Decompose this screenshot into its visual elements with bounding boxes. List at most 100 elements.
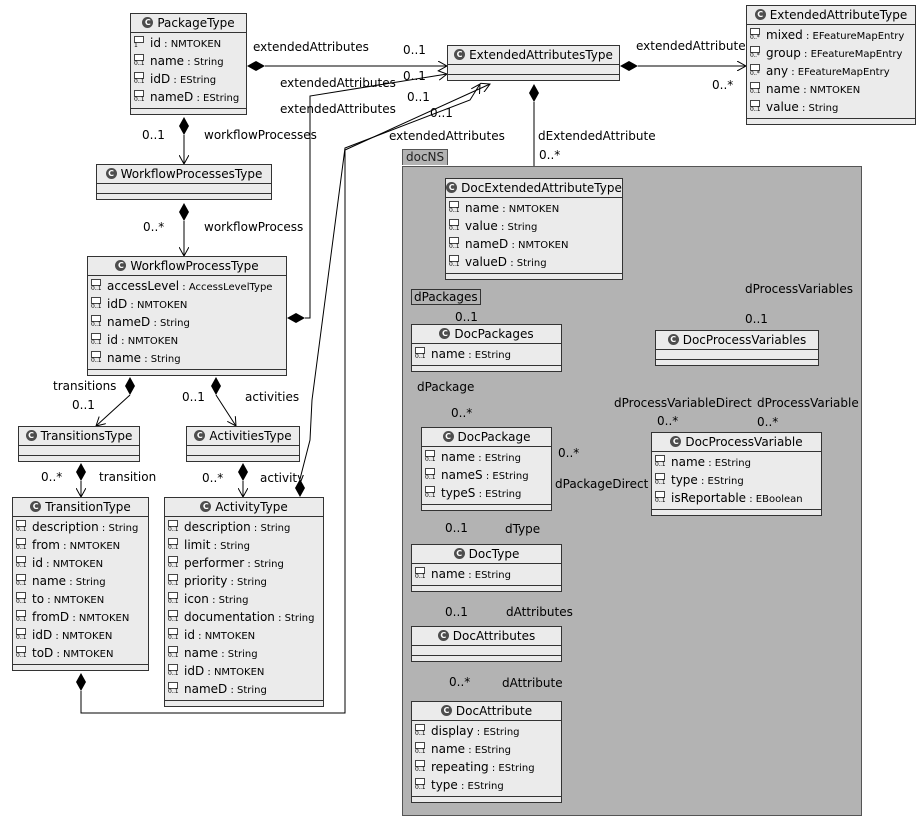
attribute-type: EString (467, 781, 504, 792)
attribute-type: EString (474, 350, 511, 361)
attribute-name: value (465, 219, 498, 233)
attribute-name: accessLevel (107, 279, 180, 293)
attribute-separator: : (127, 300, 137, 311)
attribute-separator: : (497, 222, 508, 233)
class-name: DocType (468, 547, 520, 561)
attribute-name: documentation (184, 610, 275, 624)
attribute-type: String (150, 354, 181, 365)
attribute-row[interactable]: 0..*group : EFeatureMapEntry (747, 44, 915, 62)
attribute-name: typeS (441, 486, 476, 500)
label: dProcessVariableDirect (614, 396, 752, 410)
label: 0..1 (455, 310, 478, 324)
attribute-row[interactable]: 0..*mixed : EFeatureMapEntry (747, 26, 915, 44)
attribute-name: value (766, 100, 799, 114)
attribute-icon: 0..1 (91, 315, 103, 328)
class-icon: C (670, 436, 682, 447)
attribute-separator: : (465, 745, 475, 756)
label: 0..* (41, 470, 63, 484)
label: workflowProcess (204, 220, 304, 234)
attribute-icon: 0..1 (168, 538, 180, 551)
label: extendedAttribute (636, 39, 746, 53)
attribute-name: id (107, 333, 118, 347)
attribute-separator: : (274, 613, 285, 624)
attribute-name: performer (184, 556, 245, 570)
label: dProcessVariable (757, 396, 859, 410)
operation-compartment (19, 456, 139, 461)
attribute-row[interactable]: 0..*any : EFeatureMapEntry (747, 62, 915, 80)
attribute-icon: 0..1 (655, 455, 667, 468)
class-name: DocProcessVariables (682, 333, 807, 347)
attribute-separator: : (98, 523, 109, 534)
class-icon: C (442, 431, 454, 442)
attribute-name: name (184, 646, 219, 660)
